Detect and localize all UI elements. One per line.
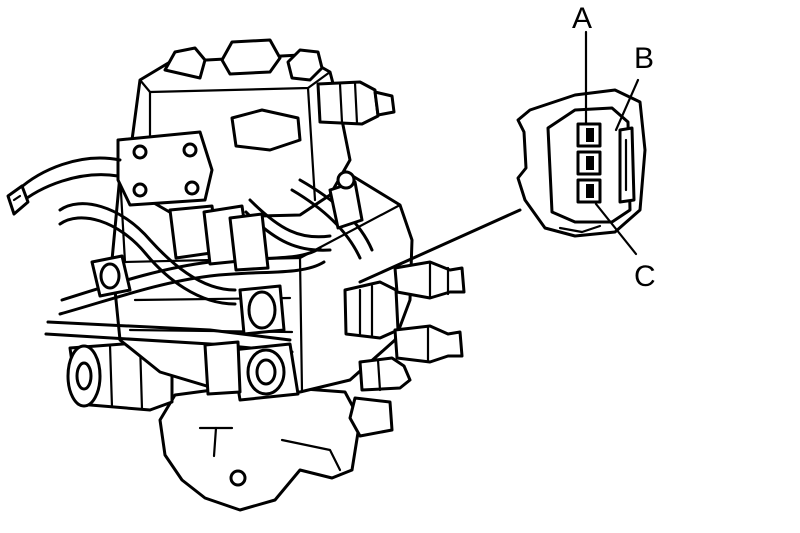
pump-motor: [66, 340, 174, 412]
terminal-c-pin: [586, 184, 594, 198]
callout-label-a: A: [572, 2, 592, 35]
top-sensor: [316, 80, 396, 126]
callout-label-b: B: [634, 42, 654, 75]
pipe-fittings: [328, 170, 466, 438]
connector-inset: [516, 88, 647, 238]
callout-c-leader: [594, 202, 638, 256]
left-cable: [6, 156, 122, 216]
terminal-b-pin: [586, 156, 594, 170]
callout-label-c: C: [634, 260, 656, 293]
terminal-pins: [576, 122, 602, 204]
callout-b-leader: [614, 78, 640, 132]
terminal-a-pin: [586, 128, 594, 142]
callout-leader: [358, 208, 522, 284]
control-unit-housing: [116, 38, 352, 220]
hydraulic-unit-illustration: [6, 38, 466, 512]
callout-lines: [584, 30, 640, 256]
mounting-bracket: [158, 383, 362, 512]
wheel-speed-connectors: [90, 204, 300, 402]
